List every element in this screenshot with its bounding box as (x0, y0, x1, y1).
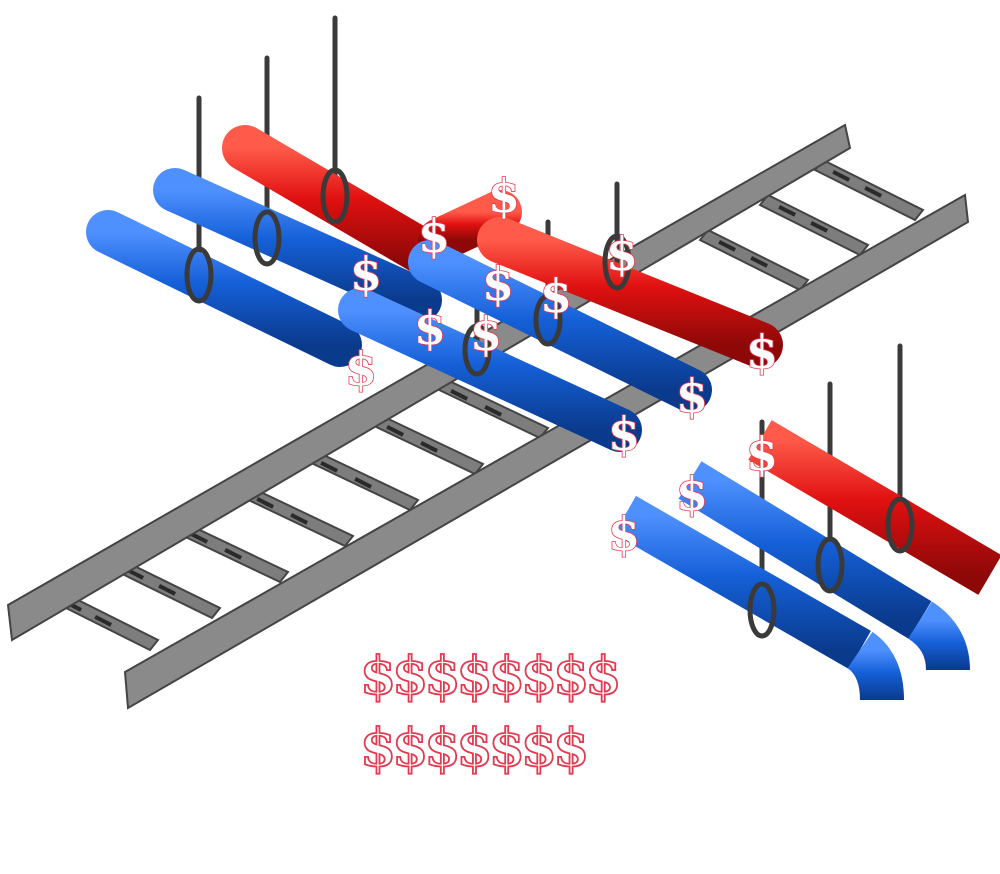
cable-tray-rung-slots (64, 169, 883, 627)
cost-summary: $$$$$$$$ $$$$$$$ (359, 645, 622, 780)
clash-marker: $ (414, 301, 446, 355)
clash-marker: $ (418, 209, 450, 263)
clash-marker: $ (608, 507, 640, 561)
clash-markers: $ $ $ $ $ $ $ $ $ $ $ $ $ $ $ (344, 168, 779, 562)
clash-marker: $ (676, 467, 708, 521)
cold-water-pipe-back (153, 168, 970, 825)
cost-row-2: $$$$$$$ (360, 718, 585, 779)
clash-marker: $ (746, 427, 778, 481)
clash-marker: $ (482, 257, 514, 311)
clash-marker: $ (488, 169, 520, 223)
hot-water-pipe (222, 125, 1000, 595)
pipe-clamps (184, 167, 915, 639)
clash-marker: $ (676, 369, 708, 423)
clash-marker: $ (350, 247, 382, 301)
cold-water-pipe-front (86, 210, 904, 825)
clash-marker: $ (608, 407, 640, 461)
clash-marker: $ (470, 307, 502, 361)
clash-marker: $ (606, 227, 638, 281)
clash-marker: $ (345, 342, 377, 396)
clash-marker: $ (540, 269, 572, 323)
clash-marker: $ (746, 325, 778, 379)
cost-row-1: $$$$$$$$ (360, 646, 617, 707)
